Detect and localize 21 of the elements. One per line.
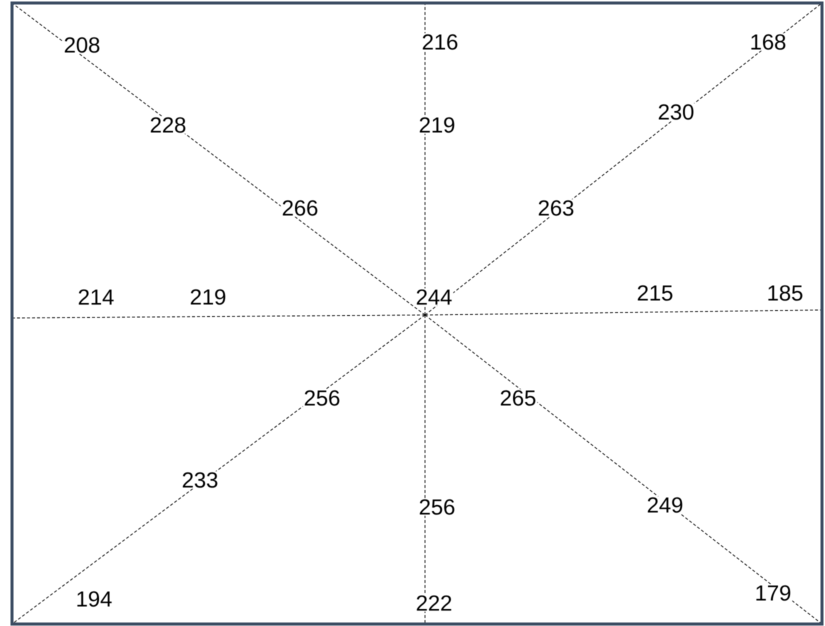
measurement-value: 208 — [62, 36, 102, 54]
measurement-value: 228 — [148, 116, 188, 134]
measurement-value: 263 — [536, 199, 576, 217]
measurement-value: 233 — [180, 471, 220, 489]
measurement-value: 230 — [656, 103, 696, 121]
measurement-value: 266 — [280, 199, 320, 217]
measurement-value: 256 — [302, 389, 342, 407]
measurement-value: 194 — [74, 590, 114, 608]
measurement-value: 168 — [748, 33, 788, 51]
measurement-value: 265 — [498, 389, 538, 407]
measurement-value: 179 — [754, 584, 792, 602]
measurement-value: 219 — [418, 116, 456, 134]
measurement-value: 249 — [646, 496, 684, 514]
measurement-value: 215 — [636, 284, 674, 302]
measurement-value: 219 — [188, 288, 228, 306]
measurement-value: 256 — [418, 498, 456, 516]
measurement-value: 214 — [76, 288, 116, 306]
measurement-value: 244 — [414, 288, 454, 306]
measurement-value: 185 — [766, 284, 804, 302]
measurement-value: 216 — [420, 33, 460, 51]
measurement-value: 222 — [414, 594, 454, 612]
